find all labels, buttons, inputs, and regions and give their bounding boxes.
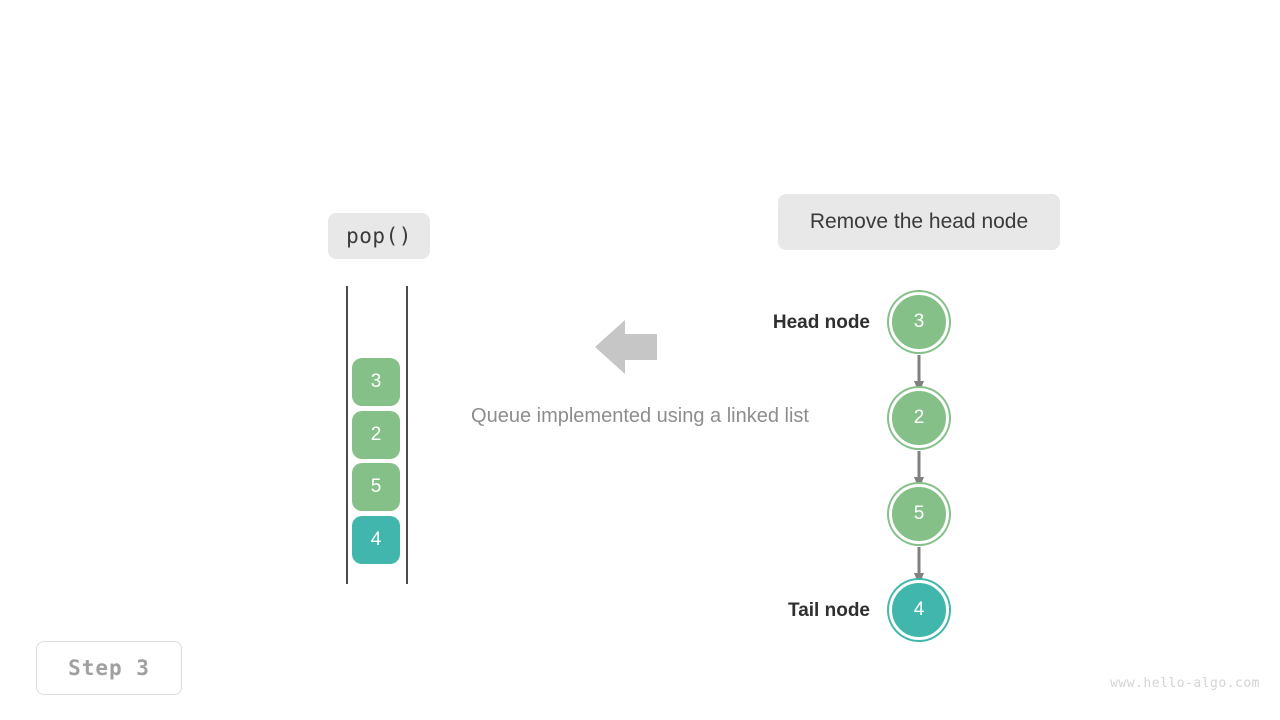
queue-cell: 3 bbox=[352, 358, 400, 406]
arrow-down-icon bbox=[914, 355, 924, 395]
arrow-down-icon bbox=[914, 451, 924, 491]
linked-list-node: 2 bbox=[889, 388, 949, 448]
operation-label: pop() bbox=[328, 213, 430, 259]
head-node-label: Head node bbox=[772, 312, 870, 333]
diagram-caption: Queue implemented using a linked list bbox=[471, 405, 809, 427]
queue-cell: 5 bbox=[352, 463, 400, 511]
tail-node-label: Tail node bbox=[788, 600, 870, 621]
linked-list-node: 3 bbox=[889, 292, 949, 352]
linked-list-node: 5 bbox=[889, 484, 949, 544]
linked-list-diagram: Head node Tail node 3 2 5 4 bbox=[740, 285, 980, 650]
queue-rail-left bbox=[346, 286, 348, 584]
action-description-label: Remove the head node bbox=[778, 194, 1060, 250]
arrow-left-icon bbox=[595, 320, 657, 374]
queue-cell: 4 bbox=[352, 516, 400, 564]
arrow-down-icon bbox=[914, 547, 924, 587]
step-badge: Step 3 bbox=[36, 641, 182, 695]
queue-cell: 2 bbox=[352, 411, 400, 459]
watermark: www.hello-algo.com bbox=[1110, 676, 1260, 691]
queue-rail-right bbox=[406, 286, 408, 584]
linked-list-node: 4 bbox=[889, 580, 949, 640]
